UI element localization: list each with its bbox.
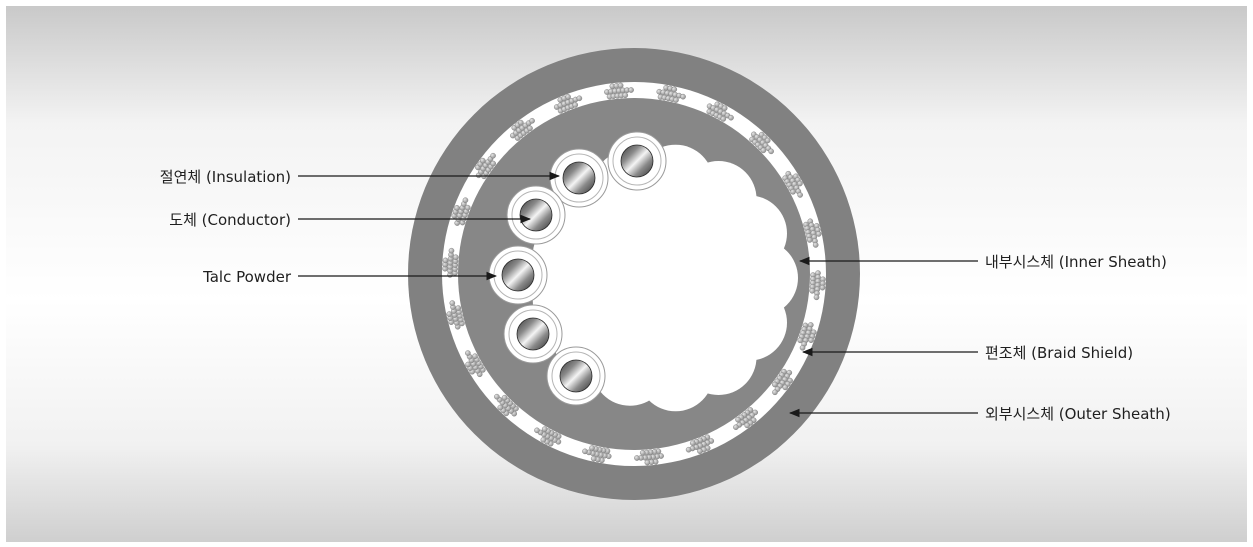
conductor-label: 도체 (Conductor) [169,211,291,229]
braid-strand [639,449,646,456]
braid-strand [806,237,813,243]
braid-strand [617,82,624,89]
braid-strand [673,97,679,103]
braid-strand [808,337,814,343]
braid-strand [540,437,547,443]
braid-strand [494,393,500,400]
braid-strand [720,116,727,122]
braid-strand [697,448,703,454]
braid-strand [465,350,471,356]
core-center [564,178,764,378]
braid-strand [518,119,524,126]
braid-strand [671,86,678,93]
braid-strand [455,305,462,311]
outer-sheath-label: 외부시스체 (Outer Sheath) [985,405,1171,423]
conductor-core [620,144,654,178]
conductor-core [559,359,593,393]
braid-strand [689,440,696,446]
braid-strand [448,247,455,254]
conductor-core [519,198,553,232]
braid-strand [497,404,504,411]
braid-shield-label: 편조체 (Braid Shield) [985,344,1133,362]
braid-strand [790,188,796,195]
braid-strand [464,204,471,211]
insulated-conductor [506,185,566,245]
braid-strand [449,300,456,306]
talc-layer [551,351,601,401]
talc-powder-label: Talc Powder [202,268,292,286]
braid-strand [634,455,640,461]
inner-sheath-label: 내부시스체 (Inner Sheath) [985,253,1167,271]
conductor-core [516,317,550,351]
braid-strand [735,416,741,423]
braid-shield-strands [442,82,826,466]
braid-strand [760,147,767,154]
braid-strand [680,93,686,100]
conductor-core [562,161,596,195]
talc-layer [612,136,662,186]
braid-strand [744,422,750,429]
insulated-conductor [488,245,548,305]
conductor-group [488,131,667,406]
braid-strand [576,95,583,102]
braid-strand [812,242,819,248]
insulated-conductor [607,131,667,191]
talc-layer [511,190,561,240]
braid-strand [772,389,778,396]
braid-strand [809,288,816,294]
braid-strand [462,197,469,204]
braid-strand [799,344,806,351]
braid-strand [589,445,595,451]
braid-strand [527,125,533,132]
braid-strand [472,353,478,360]
braid-strand [565,94,571,100]
braid-strand [782,384,789,391]
braid-strand [454,205,460,211]
braid-strand [582,448,588,455]
braid-strand [797,192,803,198]
braid-strand [490,152,496,159]
braid-strand [768,148,774,155]
braid-strand [452,254,459,260]
braid-strand [628,87,634,93]
braid-strand [534,427,540,434]
braid-strand [797,180,803,187]
braid-strand [446,311,453,317]
braid-strand [772,381,778,388]
insulation-label: 절연체 (Insulation) [160,168,291,186]
braid-strand [529,118,535,124]
braid-strand [590,455,597,462]
braid-strand [572,102,579,108]
braid-strand [622,92,629,99]
braid-strand [501,394,508,401]
braid-strand [797,337,804,344]
conductor-core [501,258,535,292]
braid-strand [813,294,820,301]
braid-strand [721,105,728,111]
braid-strand [541,426,548,432]
braid-strand [465,361,471,368]
insulated-conductor [503,304,563,364]
braid-strand [644,459,651,466]
core-filler [532,144,798,412]
braid-strand [685,446,692,453]
braid-strand [819,284,826,291]
braid-strand [764,137,771,144]
braid-strand [490,160,496,167]
braid-strand [442,257,449,264]
braid-strand [728,114,734,121]
braid-strand [479,157,486,164]
insulated-conductor [546,346,606,406]
braid-strand [815,231,822,237]
talc-layer [508,309,558,359]
braid-strand [733,424,739,430]
